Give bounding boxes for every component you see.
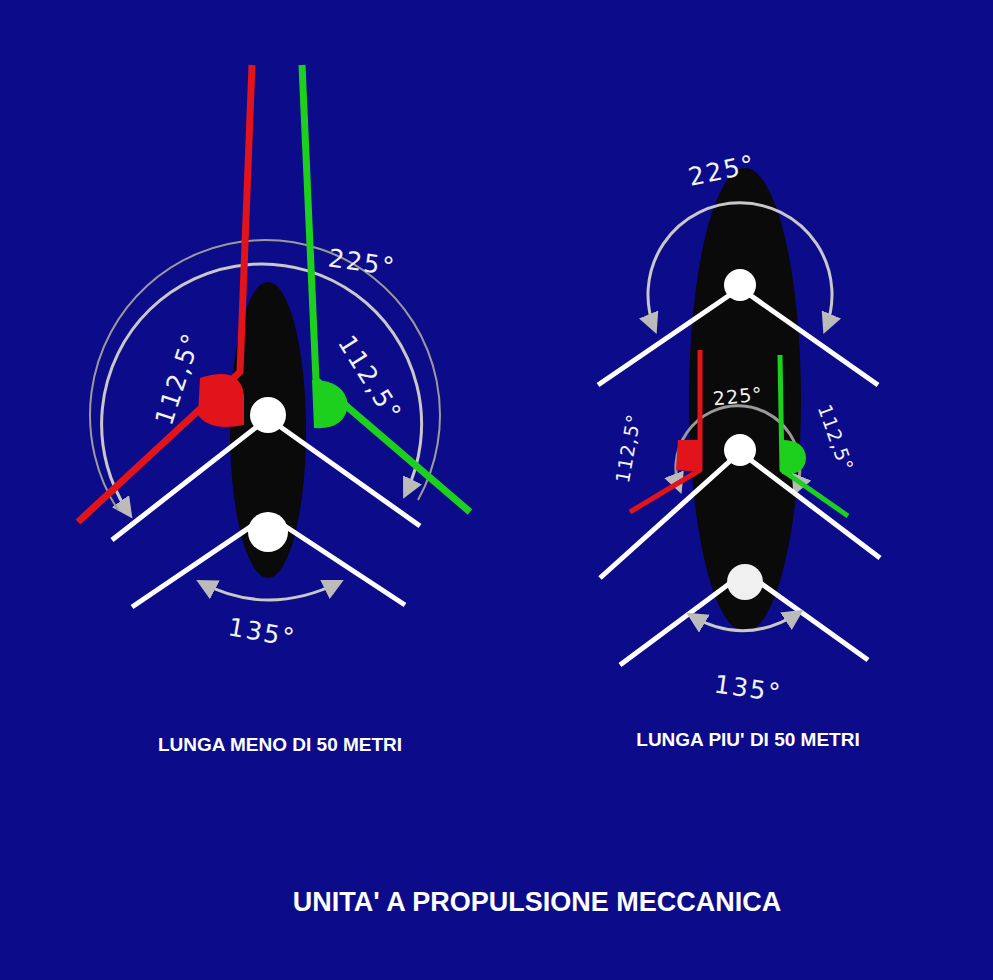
aft-masthead-light bbox=[724, 434, 756, 466]
caption: UNITA' A PROPULSIONE MECCANICA bbox=[293, 887, 781, 918]
stern-light bbox=[248, 512, 288, 552]
red-sidelight bbox=[198, 374, 244, 427]
arc-135 bbox=[690, 612, 800, 631]
green-sector-line bbox=[302, 65, 470, 512]
green-sidelight bbox=[782, 440, 806, 474]
angle-label: 225° bbox=[326, 243, 398, 281]
masthead-light bbox=[250, 397, 286, 433]
arc-225 bbox=[102, 264, 422, 515]
angle-label: 112,5° bbox=[814, 401, 859, 474]
forward-masthead-light bbox=[724, 269, 756, 301]
red-sidelight bbox=[676, 440, 700, 472]
arc-225 bbox=[648, 203, 832, 330]
angle-label: 135° bbox=[712, 669, 784, 707]
arc-135 bbox=[200, 582, 340, 600]
stern-light bbox=[727, 564, 763, 600]
arc-225-outer bbox=[90, 240, 440, 510]
subtitle: LUNGA MENO DI 50 METRI bbox=[158, 734, 402, 756]
angle-label: 135° bbox=[226, 612, 298, 652]
ship-hull bbox=[689, 168, 801, 632]
forward-masthead-sector bbox=[598, 288, 878, 385]
green-sidelight bbox=[312, 380, 348, 428]
angle-label: 112,5° bbox=[611, 412, 645, 485]
subtitle: LUNGA PIU' DI 50 METRI bbox=[636, 729, 859, 751]
